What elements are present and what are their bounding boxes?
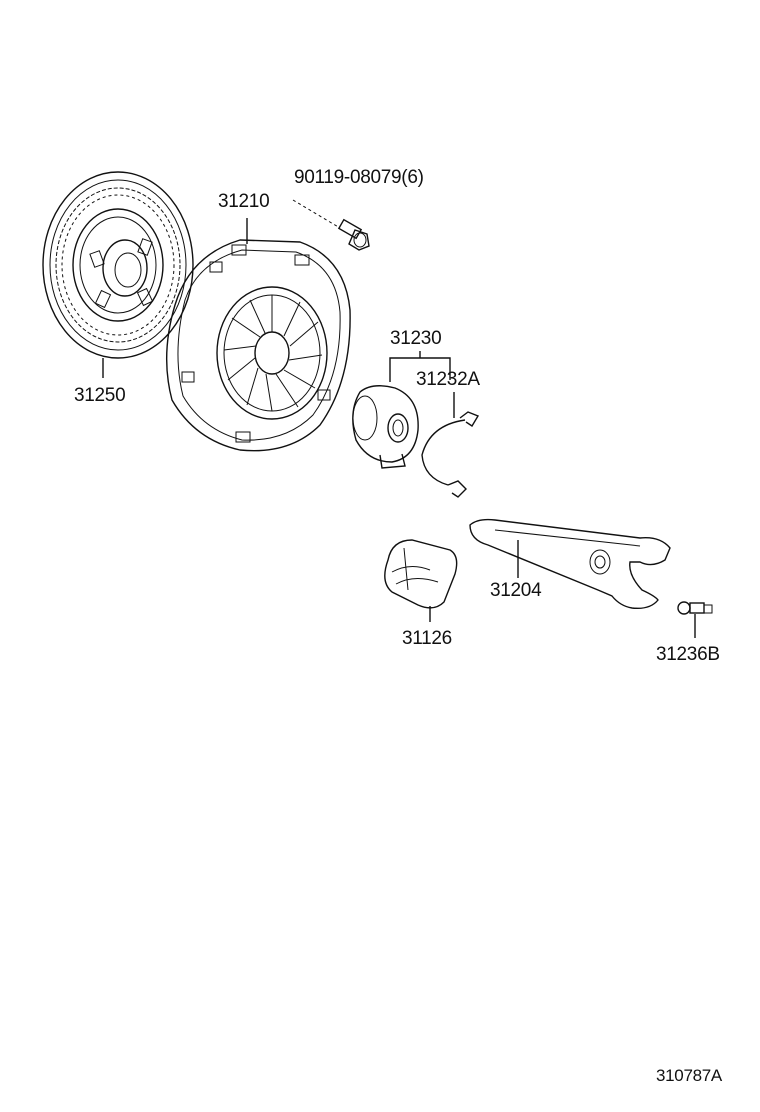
label-release-bearing: 31230 bbox=[390, 328, 442, 349]
label-clutch-disc: 31250 bbox=[74, 385, 126, 406]
bolt-drawing bbox=[292, 199, 370, 251]
release-fork-drawing bbox=[469, 518, 671, 610]
bearing-clip-drawing bbox=[421, 392, 480, 498]
label-fork-boot: 31126 bbox=[402, 628, 452, 649]
label-bolt: 90119-08079(6) bbox=[294, 167, 424, 188]
pivot-ball-drawing bbox=[677, 601, 713, 638]
clutch-cover-drawing bbox=[166, 218, 351, 452]
release-bearing-drawing bbox=[352, 351, 451, 469]
label-release-fork: 31204 bbox=[490, 580, 542, 601]
label-clutch-cover: 31210 bbox=[218, 191, 270, 212]
label-bearing-clip: 31232A bbox=[416, 369, 480, 390]
fork-boot-drawing bbox=[384, 539, 458, 622]
figure-code: 310787A bbox=[656, 1066, 722, 1085]
clutch-disc-drawing bbox=[42, 171, 194, 378]
label-pivot-ball: 31236B bbox=[656, 644, 720, 665]
